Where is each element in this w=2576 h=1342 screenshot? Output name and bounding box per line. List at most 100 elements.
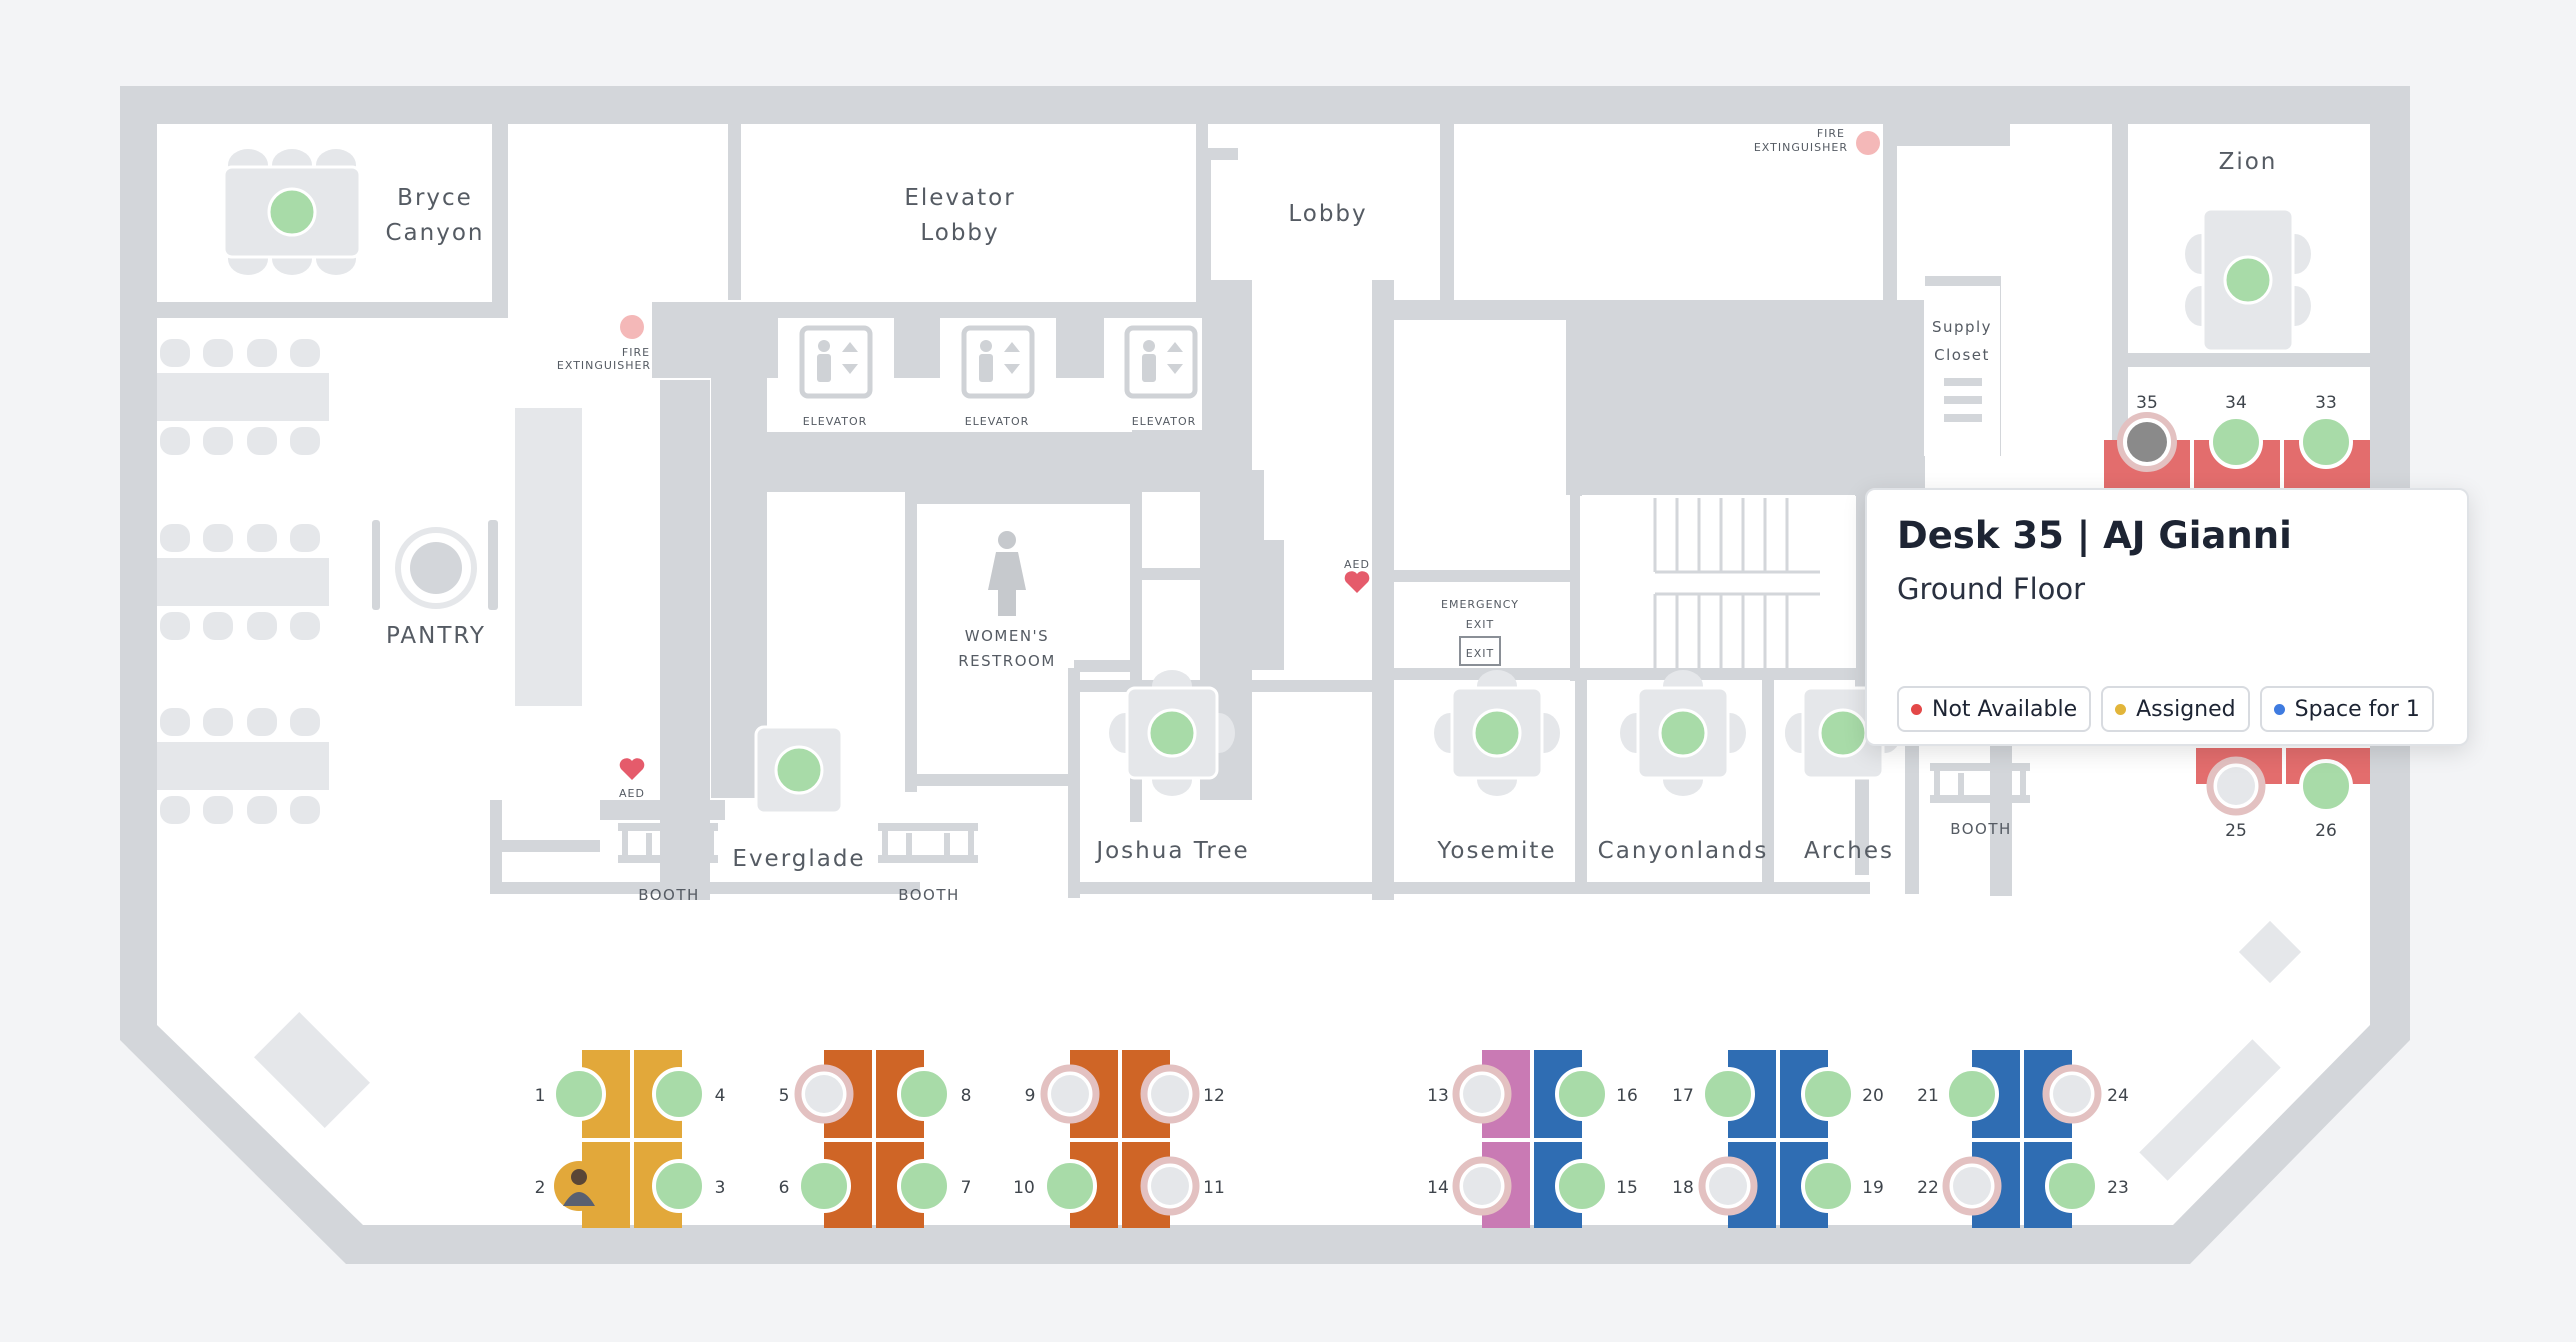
legend-assigned[interactable]: Assigned [2101,686,2250,732]
status-legend: Not Available Assigned Space for 1 [1897,686,2434,732]
elevator-lobby-label: Elevator [904,185,1015,211]
seat-available-icon[interactable] [1801,1067,1855,1121]
seat-available-icon[interactable] [2223,255,2273,305]
seat-available-icon[interactable] [552,1067,606,1121]
seat-available-icon[interactable] [267,187,317,237]
desk-16[interactable]: 16 [1555,1067,1638,1121]
seat-available-icon[interactable] [797,1159,851,1213]
desk-35[interactable]: 35 [2117,393,2177,472]
seat-available-icon[interactable] [2209,415,2263,469]
seat-available-icon[interactable] [1555,1067,1609,1121]
desk-number-label: 2 [535,1178,546,1198]
desk-19[interactable]: 19 [1801,1159,1884,1213]
desk-5[interactable]: 5 [779,1064,854,1124]
legend-label: Assigned [2136,696,2236,722]
desk-number-label: 7 [961,1178,972,1198]
supply-closet-label: Closet [1934,346,1990,364]
desk-8[interactable]: 8 [897,1067,971,1121]
elevator-lobby-label: Lobby [920,220,999,246]
seat-available-icon[interactable] [1658,708,1708,758]
booth-seating[interactable] [878,823,978,863]
supply-closet [1924,286,2000,456]
seat-available-icon[interactable] [2299,415,2353,469]
desk-number-label: 10 [1013,1178,1035,1198]
desk-21[interactable]: 21 [1917,1067,1999,1121]
desk-2[interactable]: 2 [535,1161,604,1211]
bryce-canyon-table[interactable] [222,149,362,275]
booth-seating[interactable] [1930,763,2030,803]
legend-space-for-1[interactable]: Space for 1 [2259,686,2434,732]
desk-17[interactable]: 17 [1672,1067,1755,1121]
desk-12[interactable]: 12 [1140,1064,1225,1124]
popup-subtitle: Ground Floor [1897,572,2086,606]
desk-number-label: 11 [1203,1178,1225,1198]
pantry-label: PANTRY [386,623,486,649]
legend-not-available[interactable]: Not Available [1897,686,2092,732]
desk-3[interactable]: 3 [652,1159,725,1213]
elevator-icon [1124,325,1198,399]
legend-label: Space for 1 [2294,696,2420,722]
seat-available-icon[interactable] [652,1067,706,1121]
seat-available-icon[interactable] [2045,1159,2099,1213]
desk-33[interactable]: 33 [2299,393,2353,469]
desk-18[interactable]: 18 [1672,1156,1758,1216]
desk-number-label: 9 [1025,1086,1036,1106]
womens-restroom-label: WOMEN'S [965,627,1049,645]
seat-available-icon[interactable] [897,1067,951,1121]
seat-available-icon[interactable] [1472,708,1522,758]
seat-available-icon[interactable] [1147,708,1197,758]
desk-34[interactable]: 34 [2209,393,2263,469]
desk-22[interactable]: 22 [1917,1156,2002,1216]
joshua-tree-label: Joshua Tree [1094,838,1249,864]
seat-available-icon[interactable] [774,745,824,795]
elevator-icon [961,325,1035,399]
everglade-table[interactable] [754,725,844,815]
elevator-label: ELEVATOR [1132,415,1197,428]
elevator-cabins [778,318,1566,570]
desk-6[interactable]: 6 [779,1159,851,1213]
desk-number-label: 24 [2107,1086,2129,1106]
desk-15[interactable]: 15 [1555,1159,1638,1213]
seat-available-icon[interactable] [1043,1159,1097,1213]
seat-available-icon[interactable] [1555,1159,1609,1213]
fire-extinguisher-label: EXTINGUISHER [1754,141,1848,154]
user-avatar[interactable] [554,1161,604,1211]
seat-available-icon[interactable] [1701,1067,1755,1121]
desk-26[interactable]: 26 [2299,759,2353,841]
desk-10[interactable]: 10 [1013,1159,1097,1213]
desk-9[interactable]: 9 [1025,1064,1100,1124]
joshua-tree-table[interactable] [1109,670,1235,796]
pantry-counter [515,408,582,706]
seat-available-icon[interactable] [897,1159,951,1213]
seat-available-icon[interactable] [1945,1067,1999,1121]
legend-label: Not Available [1932,696,2078,722]
not-available-dot-icon [1911,703,1922,715]
desk-13[interactable]: 13 [1427,1064,1512,1124]
seat-available-icon[interactable] [652,1159,706,1213]
seat-available-icon[interactable] [1818,708,1868,758]
yosemite-table[interactable] [1434,670,1560,796]
desk-14[interactable]: 14 [1427,1156,1512,1216]
zion-table[interactable] [2185,207,2311,353]
desk-7[interactable]: 7 [897,1159,972,1213]
desk-20[interactable]: 20 [1801,1067,1884,1121]
canyonlands-table[interactable] [1620,670,1746,796]
fire-extinguisher-icon [1856,131,1880,155]
desk-number-label: 14 [1427,1178,1449,1198]
desk-25[interactable]: 25 [2206,756,2266,841]
desk-4[interactable]: 4 [652,1067,725,1121]
aed-marker: AED [619,758,645,800]
seat-available-icon[interactable] [1801,1159,1855,1213]
emergency-exit-label: EMERGENCY [1441,598,1519,611]
aed-marker: AED [1344,558,1370,593]
desk-number-label: 5 [779,1086,790,1106]
lobby-label: Lobby [1288,201,1367,227]
desk-11[interactable]: 11 [1140,1156,1225,1216]
booth-seating[interactable] [618,823,718,863]
desk-23[interactable]: 23 [2045,1159,2129,1213]
desk-24[interactable]: 24 [2042,1064,2129,1124]
desk-number-label: 13 [1427,1086,1449,1106]
desk-1[interactable]: 1 [535,1067,606,1121]
seat-available-icon[interactable] [2299,759,2353,813]
